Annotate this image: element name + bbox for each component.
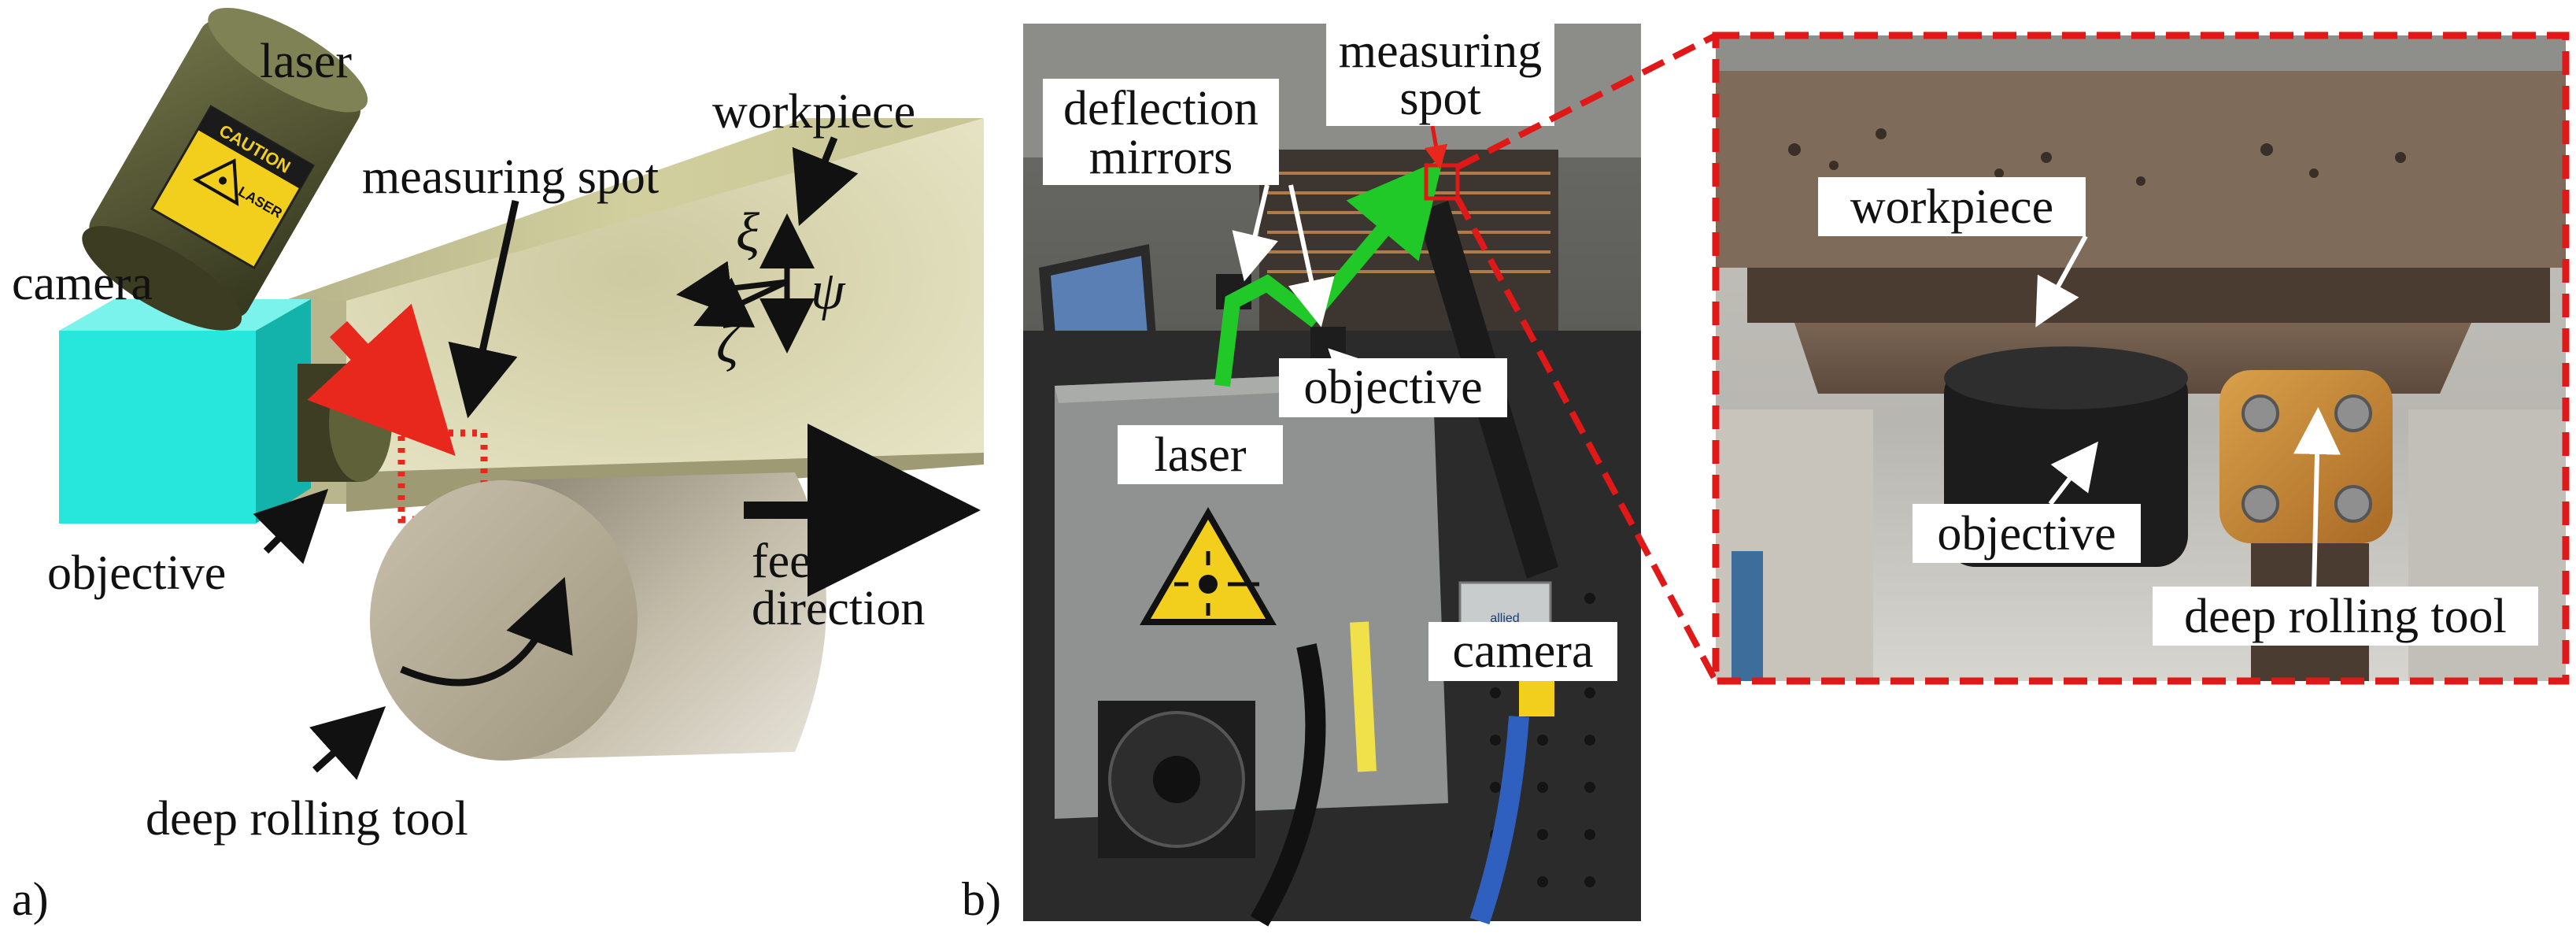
label-deep-rolling-tool-a: deep rolling tool (146, 792, 468, 846)
label-objective-a: objective (47, 546, 226, 600)
rotation-arrow (400, 576, 573, 687)
label-laser-a: laser (260, 35, 352, 88)
panel-b-label: b) (962, 873, 1001, 925)
caution-sign: CAUTION LASER (150, 105, 315, 270)
label-laser-b: laser (1154, 428, 1246, 482)
green-beam-path (1214, 158, 1443, 387)
label-objective-b: objective (1303, 361, 1482, 414)
label-workpiece-a: workpiece (712, 85, 915, 139)
coordinate-axes: ξ ζ ψ (676, 202, 846, 375)
label-workpiece-zoom: workpiece (1850, 180, 2053, 234)
label-feed-a: feed (752, 535, 836, 588)
measuring-spot-arrow (448, 200, 519, 419)
label-box-laser-b (1118, 425, 1283, 484)
zoom-connector-bottom (1454, 197, 1719, 683)
objective-arrow (253, 488, 329, 565)
label-box-objective-b (1279, 358, 1507, 417)
label-mirrors: mirrors (1089, 131, 1233, 184)
label-box-measuring-spot-b (1326, 24, 1554, 126)
axis-xi-label: ξ (736, 202, 759, 263)
axis-zeta-label: ζ (716, 314, 742, 375)
label-box-objective-zoom (1913, 504, 2141, 563)
camera-brand: allied (1490, 612, 1519, 625)
laser-beam-arrow (307, 303, 456, 457)
label-spot-b: spot (1399, 72, 1480, 125)
arrow-mirror-1 (1232, 184, 1278, 282)
label-box-workpiece-zoom (1818, 177, 2086, 236)
panel-b: allied measuring spot deflection mirrors… (962, 24, 1641, 927)
label-camera-a: camera (12, 257, 153, 310)
label-deflection: deflection (1063, 82, 1258, 135)
arrow-objective-zoom (2048, 441, 2098, 505)
arrow-workpiece-zoom (2035, 235, 2088, 328)
label-objective-zoom: objective (1937, 507, 2116, 561)
zoom-frame (1712, 31, 2570, 685)
panel-a-label: a) (12, 873, 49, 925)
arrow-drt-zoom (2293, 407, 2341, 591)
zoom-panel: workpiece objective deep rolling tool (1712, 31, 2570, 685)
deep-rolling-tool (370, 472, 826, 761)
label-drt-zoom: deep rolling tool (2184, 590, 2507, 643)
label-box-drt-zoom (2153, 587, 2538, 646)
workpiece-arrow (792, 136, 859, 227)
label-camera-b: camera (1453, 624, 1594, 678)
laser-warning-triangle (1140, 507, 1277, 625)
panel-a: CAUTION LASER ξ ζ ψ (12, 8, 984, 925)
label-box-camera-b (1428, 622, 1617, 681)
label-measuring-b: measuring (1339, 24, 1542, 78)
label-direction-a: direction (752, 582, 925, 635)
zoom-connector-top (1456, 32, 1717, 170)
measuring-spot-marker (397, 429, 488, 524)
camera-box (59, 299, 311, 524)
label-measuring-spot-a: measuring spot (362, 150, 659, 204)
arrow-mirror-2 (1288, 184, 1335, 328)
label-box-deflection-mirrors (1043, 79, 1279, 185)
axis-psi-label: ψ (811, 261, 846, 321)
deep-rolling-tool-arrow (309, 705, 386, 780)
